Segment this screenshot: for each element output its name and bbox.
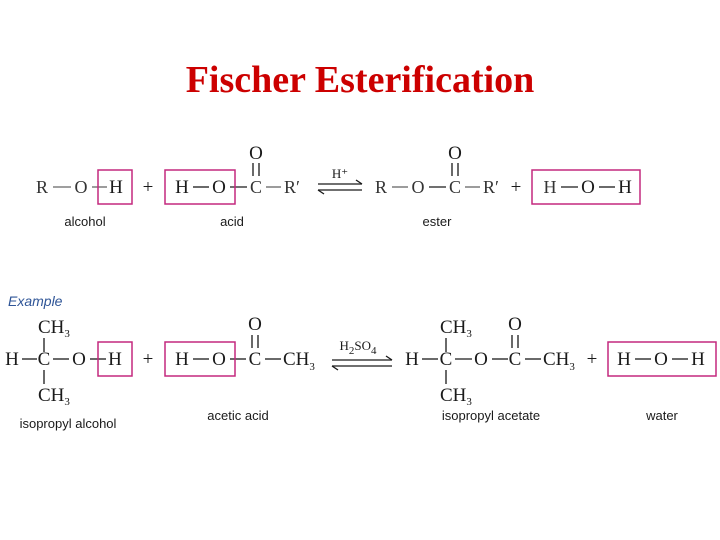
atom-h: H (691, 349, 705, 370)
arrow-head (355, 179, 363, 185)
plus-sign: + (587, 349, 598, 370)
arrow-head (385, 355, 393, 361)
atom-o: O (75, 177, 88, 197)
atom-r-prime: R′ (483, 177, 499, 197)
atom-o: O (474, 349, 488, 370)
atom-r-prime: R′ (284, 177, 300, 197)
page-title: Fischer Esterification (185, 59, 535, 101)
catalyst-label: H⁺ (332, 166, 348, 181)
atom-c: C (509, 349, 522, 370)
atom-r: R (375, 177, 387, 197)
atom-h: H (108, 349, 122, 370)
methyl: CH3 (543, 349, 575, 373)
highlight-box (607, 341, 717, 377)
atom-h: H (618, 177, 632, 198)
plus-sign: + (143, 177, 154, 198)
equilibrium-arrow: H⁺ (317, 166, 363, 195)
highlight-box (164, 169, 236, 205)
label-isopropyl-alcohol: isopropyl alcohol (20, 416, 117, 431)
arrow-head (331, 365, 339, 371)
atom-h: H (175, 177, 189, 198)
example-heading: Example (8, 293, 63, 309)
label-acid: acid (220, 214, 244, 229)
isopropyl-acetate: CH3 H C O C O CH3 CH3 (405, 314, 575, 408)
methyl-bottom: CH3 (38, 385, 70, 408)
acetic-acid: H O C O CH3 (164, 314, 315, 377)
atom-h: H (405, 349, 419, 370)
atom-c: C (250, 177, 262, 197)
methyl-top: CH3 (38, 317, 70, 340)
atom-o: O (72, 349, 86, 370)
alcohol-general: R O H (36, 169, 133, 205)
atom-c: C (449, 177, 461, 197)
example-reaction: Example CH3 H C O H CH3 + H O C O (5, 293, 717, 431)
label-water: water (645, 408, 678, 423)
atom-carbonyl-o: O (249, 143, 263, 164)
atom-h: H (109, 177, 123, 198)
arrow-head (317, 189, 325, 195)
atom-o: O (412, 177, 425, 197)
water-example: H O H (607, 341, 717, 377)
atom-h: H (544, 177, 557, 197)
methyl-top: CH3 (440, 317, 472, 340)
methyl-bottom: CH3 (440, 385, 472, 408)
label-acetic-acid: acetic acid (207, 408, 268, 423)
atom-o: O (581, 177, 595, 198)
atom-carbonyl-o: O (248, 314, 262, 335)
atom-o: O (212, 349, 226, 370)
atom-c: C (38, 349, 51, 370)
highlight-box (97, 341, 133, 377)
highlight-box (97, 169, 133, 205)
general-reaction: R O H + H O C O R′ H⁺ (36, 143, 641, 229)
atom-o: O (654, 349, 668, 370)
plus-sign: + (143, 349, 154, 370)
ester-general: R O C O R′ (375, 143, 499, 197)
equilibrium-arrow: H2SO4 (331, 338, 393, 371)
atom-c: C (440, 349, 453, 370)
atom-c: C (249, 349, 262, 370)
atom-carbonyl-o: O (448, 143, 462, 164)
atom-o: O (212, 177, 226, 198)
highlight-box (531, 169, 641, 205)
atom-h: H (5, 349, 19, 370)
label-alcohol: alcohol (64, 214, 105, 229)
water-general: H O H (531, 169, 641, 205)
acid-general: H O C O R′ (164, 143, 300, 205)
atom-h: H (175, 349, 189, 370)
methyl: CH3 (283, 349, 315, 373)
catalyst-label: H2SO4 (339, 338, 377, 357)
plus-sign: + (511, 177, 522, 198)
highlight-box (164, 341, 236, 377)
label-isopropyl-acetate: isopropyl acetate (442, 408, 540, 423)
atom-r: R (36, 177, 48, 197)
label-ester: ester (423, 214, 453, 229)
atom-h: H (617, 349, 631, 370)
isopropyl-alcohol: CH3 H C O H CH3 (5, 317, 133, 408)
atom-carbonyl-o: O (508, 314, 522, 335)
